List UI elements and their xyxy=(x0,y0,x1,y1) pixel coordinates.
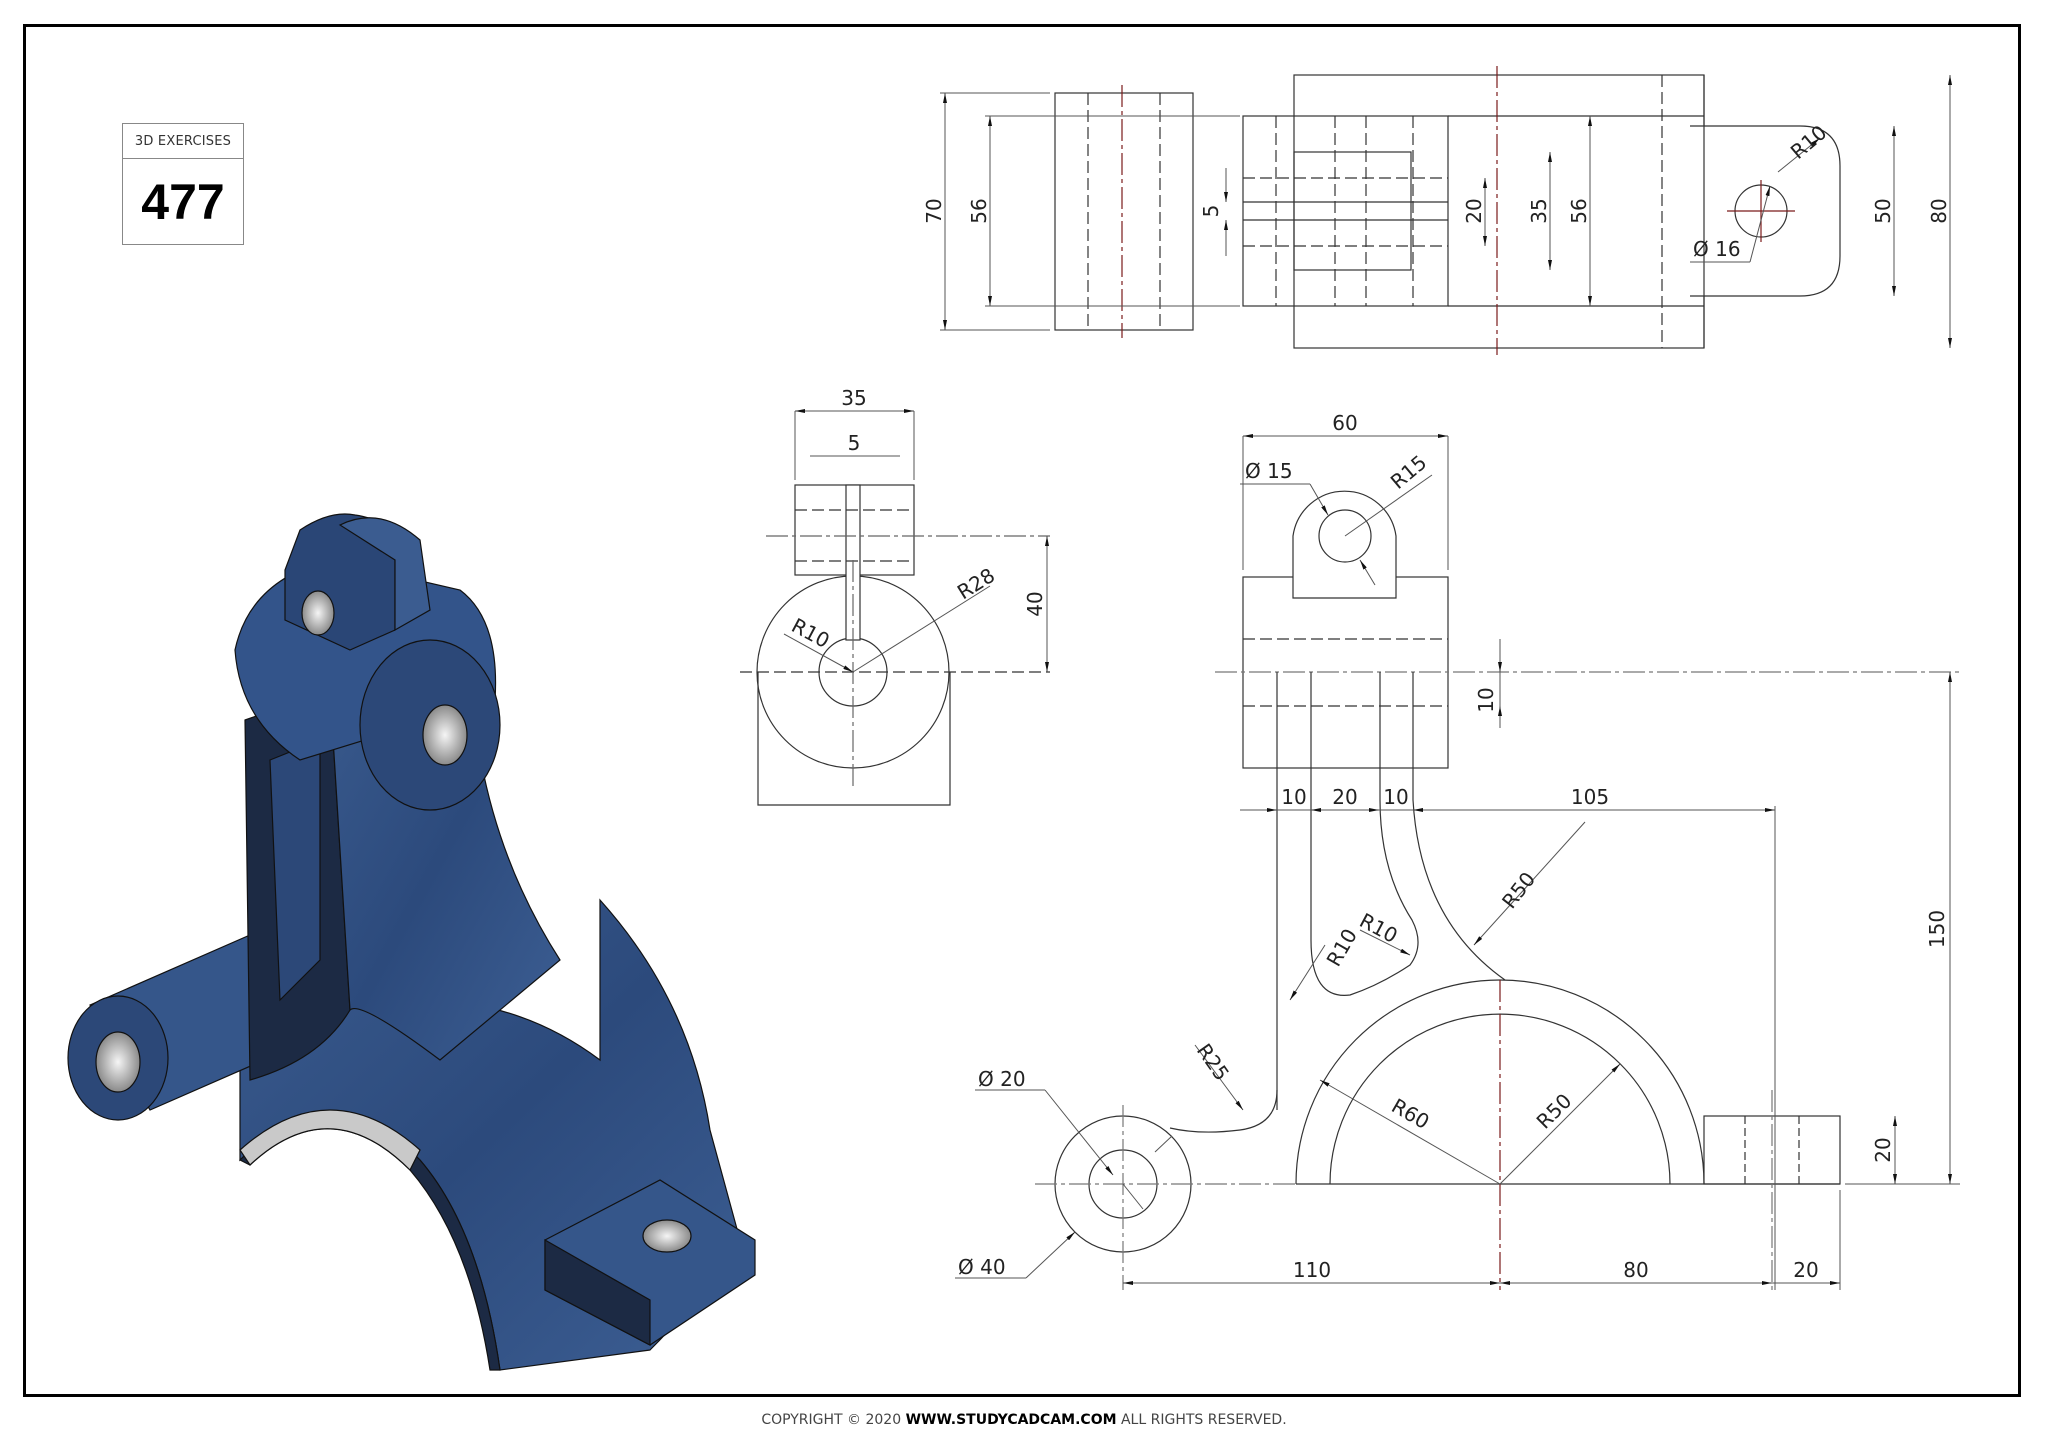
front-dim-105: 105 xyxy=(1571,785,1609,809)
front-dim-80: 80 xyxy=(1623,1258,1648,1282)
side-dim-5: 5 xyxy=(848,431,861,455)
front-dim-110: 110 xyxy=(1293,1258,1331,1282)
exercise-badge: 3D EXERCISES 477 xyxy=(122,123,244,245)
front-dim-dia15: Ø 15 xyxy=(1245,459,1293,483)
front-dim-r50-fillet: R50 xyxy=(1497,867,1540,913)
rights-text: ALL RIGHTS RESERVED. xyxy=(1116,1412,1287,1428)
front-dim-150: 150 xyxy=(1925,910,1949,948)
dim-20: 20 xyxy=(1462,198,1486,223)
dim-56-left: 56 xyxy=(967,198,991,223)
dim-5: 5 xyxy=(1199,205,1223,218)
front-dim-20: 20 xyxy=(1332,785,1357,809)
front-dim-10-a: 10 xyxy=(1281,785,1306,809)
front-dim-dia40: Ø 40 xyxy=(958,1255,1006,1279)
copyright-text: COPYRIGHT © 2020 xyxy=(761,1412,906,1428)
side-dim-r28: R28 xyxy=(953,563,999,604)
front-dim-r25: R25 xyxy=(1192,1039,1234,1085)
side-view: 35 5 R28 R10 40 xyxy=(740,386,1050,806)
front-dim-20-horizontal: 20 xyxy=(1793,1258,1818,1282)
dim-r10-top: R10 xyxy=(1786,120,1832,164)
front-dim-r10-a: R10 xyxy=(1322,924,1362,970)
dim-35: 35 xyxy=(1527,198,1551,223)
dim-70: 70 xyxy=(922,198,946,223)
badge-category: 3D EXERCISES xyxy=(123,124,243,159)
front-dim-r10-b: R10 xyxy=(1356,908,1402,948)
side-dim-35: 35 xyxy=(841,386,866,410)
dim-dia16: Ø 16 xyxy=(1693,237,1741,261)
front-dim-r60: R60 xyxy=(1388,1094,1434,1134)
front-dim-20-vertical: 20 xyxy=(1871,1137,1895,1162)
side-dim-40: 40 xyxy=(1023,591,1047,616)
front-dim-r15: R15 xyxy=(1386,450,1432,494)
front-dim-10-vertical: 10 xyxy=(1474,687,1498,712)
top-view: 70 56 5 20 35 56 50 80 R10 Ø 16 xyxy=(922,66,1952,355)
isometric-part xyxy=(67,513,756,1371)
dim-80: 80 xyxy=(1927,198,1951,223)
website-link[interactable]: WWW.STUDYCADCAM.COM xyxy=(905,1412,1117,1428)
front-dim-10-b: 10 xyxy=(1383,785,1408,809)
front-view: 60 Ø 15 R15 10 10 20 10 105 R50 R10 R10 … xyxy=(955,411,1960,1290)
copyright-footer: COPYRIGHT © 2020 WWW.STUDYCADCAM.COM ALL… xyxy=(0,1412,2048,1428)
dim-50: 50 xyxy=(1871,198,1895,223)
exercise-number: 477 xyxy=(141,174,225,230)
front-dim-dia20: Ø 20 xyxy=(978,1067,1026,1091)
front-dim-60: 60 xyxy=(1332,411,1357,435)
front-dim-r50: R50 xyxy=(1532,1089,1577,1134)
drawing-frame xyxy=(23,24,2021,1397)
dim-56-right: 56 xyxy=(1567,198,1591,223)
